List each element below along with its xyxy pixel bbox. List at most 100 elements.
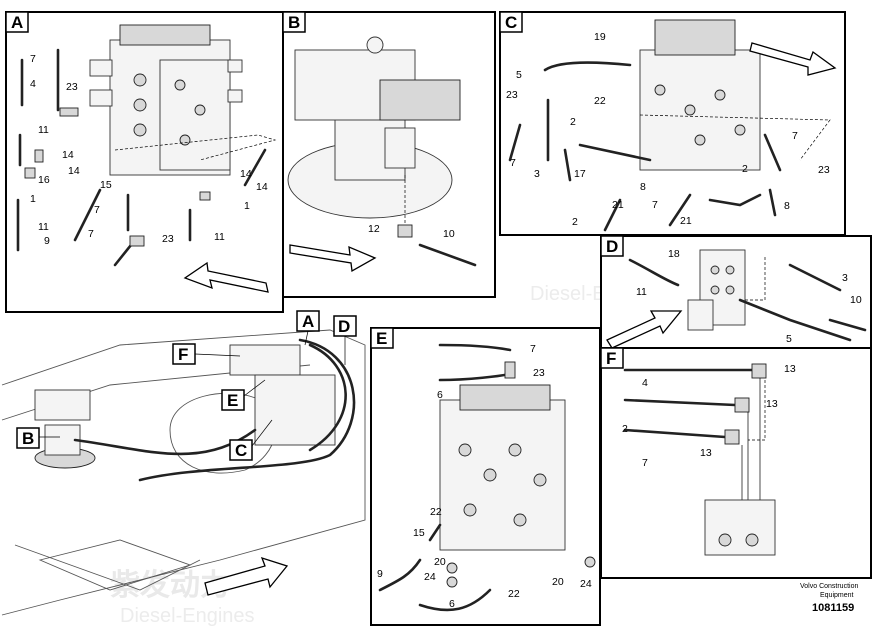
- callout-e-7: 7: [530, 343, 536, 355]
- panel-e: E: [370, 327, 601, 626]
- marker-box-b: [16, 427, 40, 449]
- callout-d-10: 10: [850, 294, 862, 306]
- callout-a-16: 16: [38, 174, 50, 186]
- callout-e-24: 24: [580, 578, 592, 590]
- callout-f-7: 7: [642, 457, 648, 469]
- tee-fitting: [59, 107, 79, 117]
- marker-e: E: [227, 391, 238, 410]
- main-valve-overview: [254, 374, 336, 446]
- callout-c-7: 7: [510, 157, 516, 169]
- direction-arrow: [749, 42, 837, 76]
- elbow-fitting: [724, 429, 740, 445]
- callout-c-7: 7: [792, 130, 798, 142]
- callout-d-5: 5: [786, 333, 792, 345]
- marker-box-c: [229, 439, 253, 461]
- callout-a-11: 11: [38, 221, 49, 233]
- callout-e-9: 9: [377, 568, 383, 580]
- callout-c-23: 23: [506, 89, 518, 101]
- callout-a-23: 23: [66, 81, 78, 93]
- control-valve: [439, 399, 566, 551]
- callout-c-8: 8: [784, 200, 790, 212]
- callout-a-1: 1: [244, 200, 250, 212]
- panel-f: F: [600, 347, 872, 579]
- callout-c-22: 22: [594, 95, 606, 107]
- callout-a-9: 9: [44, 235, 50, 247]
- elbow-fitting: [734, 397, 750, 413]
- direction-arrow: [289, 244, 377, 273]
- callout-e-24: 24: [424, 571, 436, 583]
- elbow-fitting: [397, 224, 413, 238]
- direction-arrow: [606, 310, 683, 349]
- panel-a-letter-box: [5, 11, 29, 33]
- callout-e-22: 22: [430, 506, 442, 518]
- watermark-en: Diesel-Engines: [120, 605, 255, 627]
- callout-e-20: 20: [434, 556, 446, 568]
- callout-a-14: 14: [256, 181, 268, 193]
- callout-c-8: 8: [640, 181, 646, 193]
- callout-c-3: 3: [534, 168, 540, 180]
- marker-d: D: [338, 317, 350, 336]
- callout-c-23: 23: [818, 164, 830, 176]
- callout-a-14: 14: [240, 168, 252, 180]
- brake-valve: [379, 79, 461, 121]
- callout-c-21: 21: [612, 199, 624, 211]
- valve-ports: [89, 59, 243, 146]
- marker-c: C: [235, 441, 247, 460]
- swing-motor-overview: [34, 389, 91, 421]
- callout-a-14: 14: [62, 149, 74, 161]
- control-valve: [639, 49, 761, 171]
- connection-block: [704, 499, 776, 556]
- marker-box-e: [221, 389, 245, 411]
- panel-e-letter-box: [370, 327, 394, 349]
- overview-drawing: [1, 329, 366, 616]
- footer-line1: Volvo Construction: [800, 583, 858, 590]
- callout-d-3: 3: [842, 272, 848, 284]
- direction-arrow: [204, 556, 289, 596]
- callout-c-21: 21: [680, 215, 692, 227]
- callout-a-11: 11: [38, 124, 49, 136]
- panel-d-letter-box: [600, 235, 624, 257]
- panel-d: D: [600, 235, 872, 349]
- marker-a: A: [302, 312, 314, 331]
- callout-f-13: 13: [784, 363, 796, 375]
- callout-c-5: 5: [516, 69, 522, 81]
- callout-f-13: 13: [700, 447, 712, 459]
- panel-f-letter-box: [600, 347, 624, 369]
- callout-a-14: 14: [68, 165, 80, 177]
- callout-a-4: 4: [30, 78, 36, 90]
- callout-a-23: 23: [162, 233, 174, 245]
- drawing-number: 1081159: [812, 602, 854, 614]
- callout-c-7: 7: [652, 199, 658, 211]
- footer-line2: Equipment: [820, 592, 854, 599]
- overview-markers: A D F E C B: [16, 310, 357, 461]
- direction-arrow: [183, 261, 269, 293]
- panel-b-letter: B: [288, 13, 300, 32]
- elbow-fitting: [751, 363, 767, 379]
- callout-e-6: 6: [449, 598, 455, 610]
- panel-b: B: [282, 11, 496, 298]
- marker-f: F: [178, 345, 188, 364]
- callout-a-7: 7: [30, 53, 36, 65]
- callout-e-22: 22: [508, 588, 520, 600]
- panel-a: A: [5, 11, 284, 313]
- footer: Volvo Construction Equipment 1081159: [800, 583, 858, 614]
- panel-c-letter-box: [499, 11, 523, 33]
- callout-a-7: 7: [88, 228, 94, 240]
- callout-d-11: 11: [636, 286, 647, 298]
- callout-c-17: 17: [574, 168, 586, 180]
- callout-f-2: 2: [622, 423, 628, 435]
- callout-a-1: 1: [30, 193, 36, 205]
- panel-a-letter: A: [11, 13, 23, 32]
- panel-d-letter: D: [606, 237, 618, 256]
- callout-e-6: 6: [437, 389, 443, 401]
- callout-c-19: 19: [594, 31, 606, 43]
- callout-a-15: 15: [100, 179, 112, 191]
- callout-c-2: 2: [572, 216, 578, 228]
- callout-f-13: 13: [766, 398, 778, 410]
- panel-f-letter: F: [606, 349, 616, 368]
- panel-e-letter: E: [376, 329, 387, 348]
- callout-d-18: 18: [668, 248, 680, 260]
- callout-e-15: 15: [413, 527, 425, 539]
